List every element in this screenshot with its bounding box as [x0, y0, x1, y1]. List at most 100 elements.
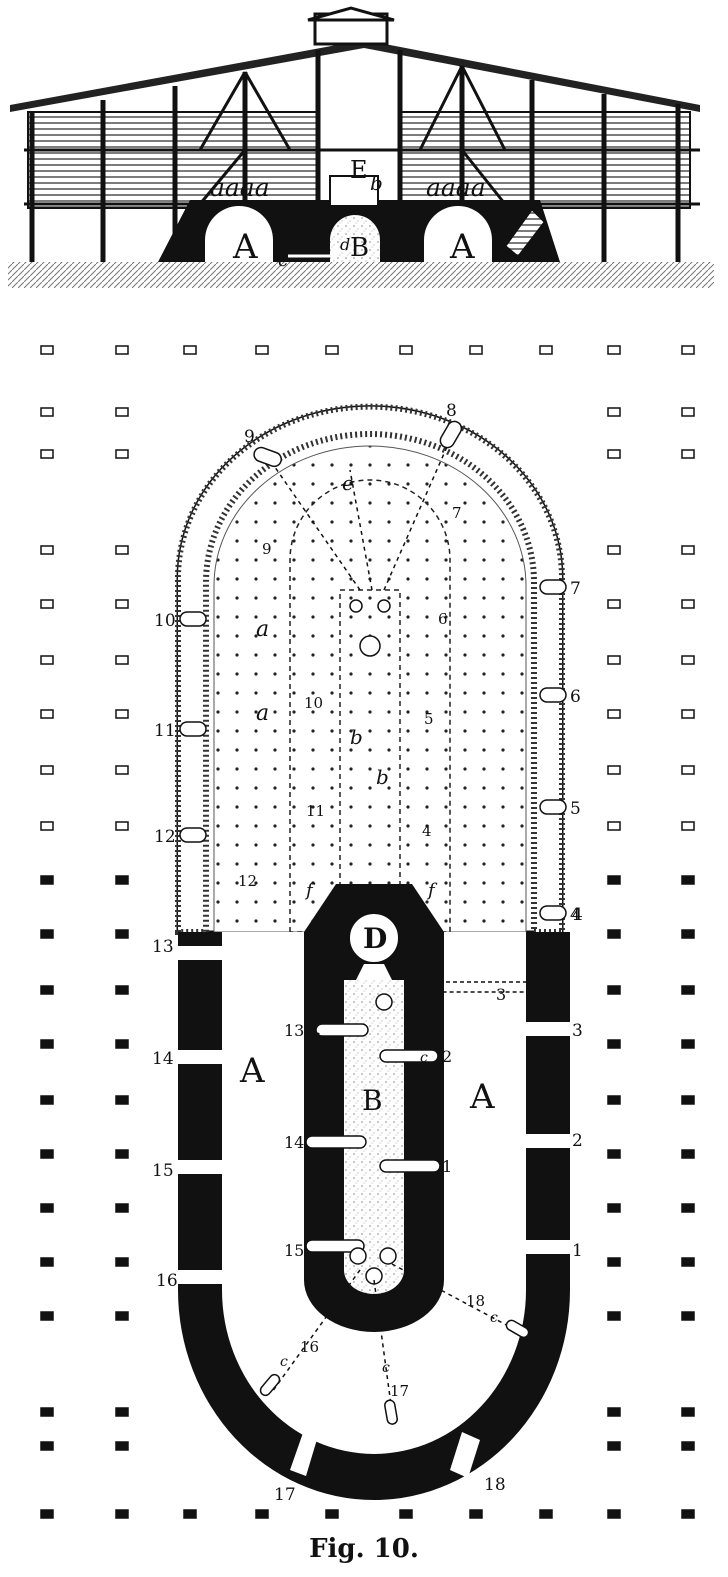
- post-mark: [681, 1039, 695, 1049]
- post-mark: [115, 1311, 129, 1321]
- post-mark: [399, 345, 413, 355]
- post-mark: [681, 929, 695, 939]
- post-mark: [115, 345, 129, 355]
- post-mark: [115, 985, 129, 995]
- post-mark: [40, 407, 54, 417]
- label-c-3: c: [280, 1354, 288, 1370]
- post-mark: [607, 545, 621, 555]
- ground-line: [8, 262, 714, 288]
- post-mark: [681, 345, 695, 355]
- perforated-floor: [213, 445, 527, 933]
- post-mark: [607, 407, 621, 417]
- post-mark: [607, 1039, 621, 1049]
- post-mark: [115, 407, 129, 417]
- post-mark: [115, 1203, 129, 1213]
- post-mark: [607, 1311, 621, 1321]
- post-mark: [607, 345, 621, 355]
- post-mark: [115, 449, 129, 459]
- post-mark: [607, 1407, 621, 1417]
- post-mark: [681, 599, 695, 609]
- post-mark: [40, 599, 54, 609]
- label-d-elev: d: [340, 235, 350, 254]
- label-B-elev: B: [350, 233, 369, 263]
- post-mark: [539, 1509, 553, 1519]
- post-mark: [681, 545, 695, 555]
- post-mark: [607, 709, 621, 719]
- num-11-upper: 11: [154, 721, 176, 741]
- post-mark: [40, 1441, 54, 1451]
- post-mark: [607, 821, 621, 831]
- num-18-outer: 18: [484, 1475, 506, 1495]
- post-mark: [469, 1509, 483, 1519]
- post-mark: [40, 1407, 54, 1417]
- post-mark: [40, 345, 54, 355]
- post-mark: [183, 1509, 197, 1519]
- post-mark: [607, 1257, 621, 1267]
- num-10-upper: 10: [154, 611, 176, 631]
- post-mark: [40, 449, 54, 459]
- wall-openings: [178, 946, 570, 1478]
- post-mark: [115, 1095, 129, 1105]
- post-mark: [607, 929, 621, 939]
- num-4-inner: 4: [422, 822, 432, 840]
- label-A-plan-left: A: [239, 1051, 265, 1091]
- post-mark: [40, 655, 54, 665]
- post-mark: [40, 1257, 54, 1267]
- elevation-drawing: aaaa aaaa E b A A B c d: [8, 6, 714, 288]
- num-18-inner: 18: [466, 1292, 485, 1310]
- num-2-inner: 2: [442, 1047, 452, 1066]
- post-mark: [607, 1203, 621, 1213]
- post-mark: [325, 345, 339, 355]
- post-mark: [607, 875, 621, 885]
- post-mark: [607, 655, 621, 665]
- right-ramp: [505, 209, 545, 257]
- figure-caption: Fig. 10.: [309, 1534, 419, 1564]
- flue-c: [288, 246, 341, 258]
- num-16-outer: 16: [156, 1271, 178, 1291]
- post-mark: [115, 1039, 129, 1049]
- post-mark: [681, 1149, 695, 1159]
- post-mark: [40, 875, 54, 885]
- post-mark: [40, 929, 54, 939]
- num-9-upper: 9: [244, 427, 255, 447]
- num-9-inner: 9: [262, 540, 272, 558]
- label-e: e: [342, 471, 354, 495]
- post-mark: [40, 985, 54, 995]
- num-5-inner: 5: [424, 710, 434, 728]
- post-mark: [115, 929, 129, 939]
- post-mark: [115, 545, 129, 555]
- post-mark: [115, 655, 129, 665]
- label-c-1: c: [312, 1028, 320, 1044]
- num-17-outer: 17: [274, 1485, 296, 1505]
- post-mark: [115, 709, 129, 719]
- post-mark: [681, 1311, 695, 1321]
- post-mark: [115, 821, 129, 831]
- plan-drawing: A A B D a a b b e f f 13 14 15 16 17 1 2…: [152, 401, 583, 1505]
- label-B-plan: B: [362, 1084, 383, 1117]
- post-mark: [607, 599, 621, 609]
- vault-left: [205, 206, 273, 266]
- post-mark: [183, 345, 197, 355]
- label-aaaa-right: aaaa: [426, 173, 486, 202]
- num-2-outer: 2: [572, 1131, 583, 1151]
- post-mark: [607, 1095, 621, 1105]
- post-mark: [681, 1203, 695, 1213]
- post-mark: [115, 1509, 129, 1519]
- post-mark: [255, 1509, 269, 1519]
- chimney-D: [348, 912, 400, 964]
- label-c-2: c: [420, 1050, 428, 1066]
- label-c-4: c: [382, 1360, 390, 1376]
- post-mark: [607, 1509, 621, 1519]
- post-mark: [681, 1095, 695, 1105]
- post-mark: [681, 765, 695, 775]
- post-mark: [539, 345, 553, 355]
- post-mark: [115, 599, 129, 609]
- num-7-inner: 7: [452, 504, 462, 522]
- post-mark: [115, 1257, 129, 1267]
- post-mark: [115, 1407, 129, 1417]
- num-13-inner: 13: [284, 1021, 304, 1040]
- post-mark: [681, 1509, 695, 1519]
- num-11-inner: 11: [306, 802, 325, 820]
- vault-center: [330, 215, 380, 266]
- post-mark: [607, 1149, 621, 1159]
